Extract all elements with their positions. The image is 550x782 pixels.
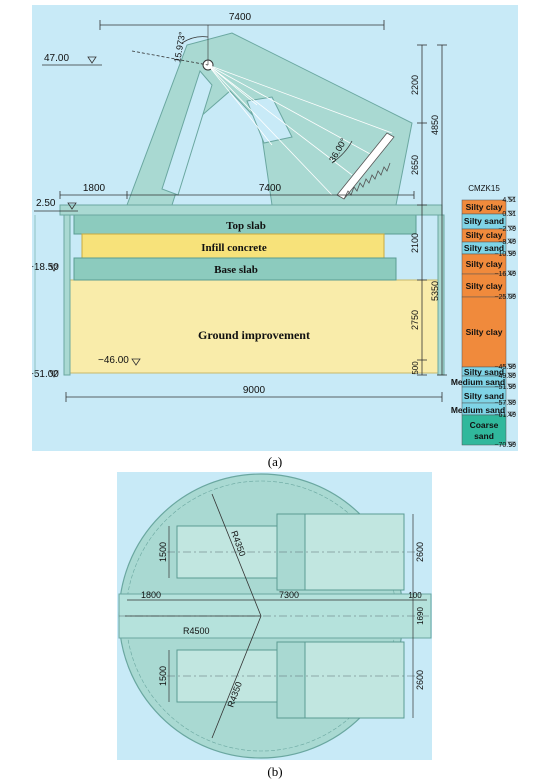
frame-opening-right: [246, 96, 293, 144]
stratum-8-label: Silty sand: [464, 367, 504, 377]
borehole-level-label: −45.99: [494, 364, 516, 371]
borehole-level-label: 4.51: [502, 197, 516, 204]
stratum-2-label: Silty sand: [464, 216, 504, 226]
base-slab: [73, 257, 397, 281]
panel-b-caption: (b): [267, 764, 283, 779]
borehole-level-marker: [507, 270, 516, 276]
borehole-level-marker: [507, 238, 516, 244]
borehole-level-marker: [507, 399, 516, 405]
borehole-level-marker: [507, 441, 516, 447]
lower-pier: [276, 641, 306, 719]
stratum-12: [461, 414, 507, 446]
elev-seabed-label: −18.50: [32, 262, 59, 273]
dim-h-base: 2750: [410, 310, 420, 330]
stratum-4-label: Silty sand: [464, 243, 504, 253]
borehole-level-marker: [507, 372, 516, 378]
borehole-level-label: −70.99: [494, 442, 516, 449]
ground-improvement-block: [65, 279, 443, 374]
dim-w1: 1500: [158, 542, 168, 562]
borehole-level-label: −8.49: [498, 239, 516, 246]
dim-h-right-bottom: 2600: [415, 670, 425, 690]
dim-h-superstructure: 4850: [430, 115, 440, 135]
borehole-level-label: −10.99: [494, 251, 516, 258]
stratum-3-label: Silty clay: [466, 230, 503, 240]
angle-arc-a1: [181, 36, 209, 44]
stratum-7-label: Silty clay: [466, 327, 503, 337]
elev-deck-label: 2.50: [36, 198, 56, 209]
elev-base-bottom-label: −51.00: [32, 369, 59, 380]
borehole-level-label: −51.99: [494, 384, 516, 391]
dim-w2: 1500: [158, 666, 168, 686]
dim-h-right-top: 2600: [415, 542, 425, 562]
panel-b-plan: R4500 R4350 R4350 1500 1500 2600 2600 16…: [117, 472, 432, 760]
stratum-9-label: Medium sand: [451, 377, 505, 387]
dim-mid-width: 7400: [259, 183, 282, 194]
dim-h-foundation: 5350: [430, 281, 440, 301]
borehole-level-marker: [507, 225, 516, 231]
layer-ground-label: Ground improvement: [198, 328, 310, 342]
dimension-lines: [59, 20, 447, 402]
borehole-column: [461, 199, 507, 446]
infill-concrete: [81, 233, 385, 259]
dim-h-topslab: 2100: [410, 233, 420, 253]
gear-rack: [336, 132, 395, 200]
borehole-level-label: −57.89: [494, 400, 516, 407]
borehole-level-label: −16.49: [494, 271, 516, 278]
borehole-levels: 4.51 0.31 −2.79 −8.49 −10.99 −16.49 −25.09 −45.…: [494, 196, 516, 449]
dim-gap-mid: 1690: [416, 607, 425, 625]
layer-top-slab-label: Top slab: [226, 220, 266, 232]
layer-base-slab-label: Base slab: [214, 264, 258, 276]
borehole-level-label: −2.79: [498, 226, 516, 233]
borehole-level-marker: [507, 293, 516, 299]
borehole-level-label: −61.49: [494, 412, 516, 419]
dim-base-width: 9000: [243, 385, 266, 396]
frame-opening-left: [161, 69, 213, 196]
plan-dimension-lines: [127, 514, 427, 718]
borehole-level-marker: [507, 196, 516, 202]
stratum-10-label: Silty sand: [464, 391, 504, 401]
borehole-level-marker: [507, 411, 516, 417]
angle-arc-a2: [331, 140, 353, 164]
elevation-markers: [34, 56, 141, 378]
dim-top-width: 7400: [229, 12, 252, 23]
borehole-name: CMZK15: [468, 184, 500, 193]
dim-r-outer: R4500: [183, 626, 210, 636]
borehole-level-marker: [507, 250, 516, 256]
stratum-5-label: Silty clay: [466, 259, 503, 269]
stratum-12-label-line2: sand: [474, 431, 494, 441]
borehole-level-label: −49.89: [494, 373, 516, 380]
gate-rays: [207, 64, 393, 196]
borehole-level-marker: [507, 363, 516, 369]
dim-left-overhang: 1800: [83, 183, 106, 194]
stratum-12-label-line1: Coarse: [470, 420, 499, 430]
dim-h-upper: 2200: [410, 75, 420, 95]
layer-infill-label: Infill concrete: [201, 242, 267, 254]
borehole-level-marker: [507, 383, 516, 389]
elev-improve-bottom-label: −46.00: [98, 355, 129, 366]
radius-lines: [125, 493, 262, 739]
left-skirt-wall: [63, 214, 71, 376]
borehole-level-marker: [507, 210, 516, 216]
dim-main-len: 7300: [279, 590, 299, 600]
dim-right-gap: 100: [408, 591, 422, 600]
stratum-11-label: Medium sand: [451, 405, 505, 415]
panel-a-elevation: 7400 1800 7400 9000 2200 2650 4850 2100 …: [32, 5, 518, 451]
dim-left-len: 1800: [141, 590, 161, 600]
dim-h-skirt: 500: [411, 361, 420, 375]
panel-a-caption: (a): [267, 454, 283, 469]
deck-plate: [59, 204, 443, 216]
borehole-level-label: 0.31: [502, 211, 516, 218]
dim-h-lower: 2650: [410, 155, 420, 175]
stratum-7: [461, 296, 507, 368]
elev-top-label: 47.00: [44, 53, 69, 64]
top-angle-line: [131, 50, 209, 66]
borehole-level-label: −25.09: [494, 294, 516, 301]
stratum-6-label: Silty clay: [466, 281, 503, 291]
stratum-1-label: Silty clay: [466, 202, 503, 212]
